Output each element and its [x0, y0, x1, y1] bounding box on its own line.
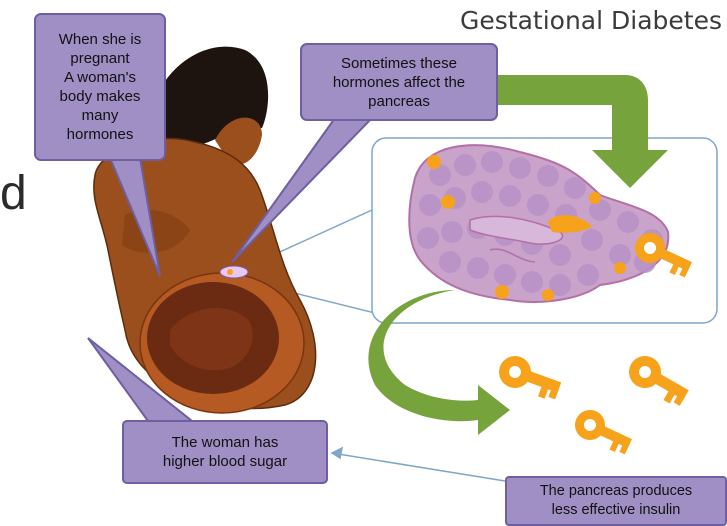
callout-pancreas-text: Sometimes these hormones affect the panc…	[333, 54, 465, 111]
callout-hormones-text: When she is pregnant A woman's body make…	[59, 30, 142, 144]
callout-blood-sugar: The woman has higher blood sugar	[122, 420, 328, 484]
callout-blood-sugar-text: The woman has higher blood sugar	[163, 433, 287, 471]
insulin-key-icon	[623, 350, 694, 409]
callout-insulin-text: The pancreas produces less effective ins…	[540, 482, 692, 520]
callout-insulin: The pancreas produces less effective ins…	[505, 476, 727, 526]
connector-insulin-to-bloodsugar	[332, 453, 505, 481]
pancreas-marker	[220, 266, 248, 278]
insulin-key-icon	[494, 351, 564, 403]
callout-pancreas: Sometimes these hormones affect the panc…	[300, 43, 498, 121]
insulin-key-icon	[570, 405, 636, 457]
diagram-title: Gestational Diabetes	[412, 6, 722, 40]
callout-hormones: When she is pregnant A woman's body make…	[34, 13, 166, 161]
connector-arrowhead	[332, 448, 342, 458]
